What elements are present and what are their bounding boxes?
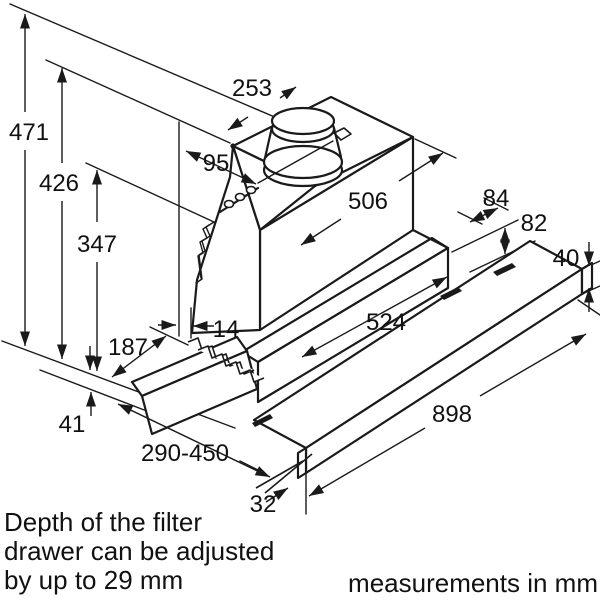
control-knob bbox=[245, 185, 257, 195]
dim-rail-drop: 82 bbox=[521, 210, 548, 237]
dim-rail-height: 40 bbox=[553, 245, 580, 272]
dim-front-gap: 14 bbox=[213, 316, 240, 343]
dim-duct-front-offset: 95 bbox=[203, 150, 230, 177]
dim-bracket-depth: 84 bbox=[483, 185, 510, 212]
dim-duct-depth-offset: 253 bbox=[232, 75, 272, 102]
collar-flare-left bbox=[263, 125, 274, 160]
dim-total-width: 898 bbox=[432, 401, 472, 428]
collar-top-rim bbox=[270, 106, 336, 136]
dim-drawer-depth-range: 290-450 bbox=[141, 440, 229, 467]
units-note: measurements in mm bbox=[348, 568, 598, 598]
dim-total-height: 471 bbox=[9, 119, 49, 146]
mounting-hook bbox=[195, 221, 215, 284]
collar-flare-right bbox=[332, 126, 343, 159]
dim-height-body-top: 426 bbox=[39, 170, 79, 197]
note-line-1: Depth of the filter bbox=[4, 507, 202, 537]
tier-step-edge bbox=[411, 228, 450, 250]
dimension-labels: 471 426 347 253 95 506 84 82 40 524 14 1… bbox=[9, 75, 579, 518]
mounting-hook-inner bbox=[197, 224, 210, 279]
control-knob bbox=[234, 192, 246, 202]
note-line-3: by up to 29 mm bbox=[4, 565, 183, 595]
drawer-end-edge bbox=[264, 453, 313, 494]
hood-body bbox=[190, 95, 415, 335]
dim-panel-thickness: 32 bbox=[250, 491, 277, 518]
dim-bottom-clearance: 187 bbox=[108, 334, 148, 361]
dim-body-width: 506 bbox=[348, 188, 388, 215]
duct-outlet-collar bbox=[262, 106, 352, 188]
rail-end-cap bbox=[580, 261, 594, 296]
drawer-end-edge bbox=[255, 460, 304, 489]
note-line-2: drawer can be adjusted bbox=[4, 536, 274, 566]
drawer-break-line bbox=[197, 345, 265, 383]
collar-clamp bbox=[333, 127, 352, 141]
collar-base-ring bbox=[262, 144, 344, 180]
dim-height-body-bottom: 347 bbox=[77, 231, 117, 258]
notes: Depth of the filter drawer can be adjust… bbox=[4, 507, 598, 598]
rail-slot bbox=[493, 263, 516, 276]
dimension-lines bbox=[20, 14, 594, 503]
dim-housing-width: 524 bbox=[366, 309, 406, 336]
control-knob bbox=[223, 199, 235, 209]
dim-panel-height: 41 bbox=[59, 411, 86, 438]
